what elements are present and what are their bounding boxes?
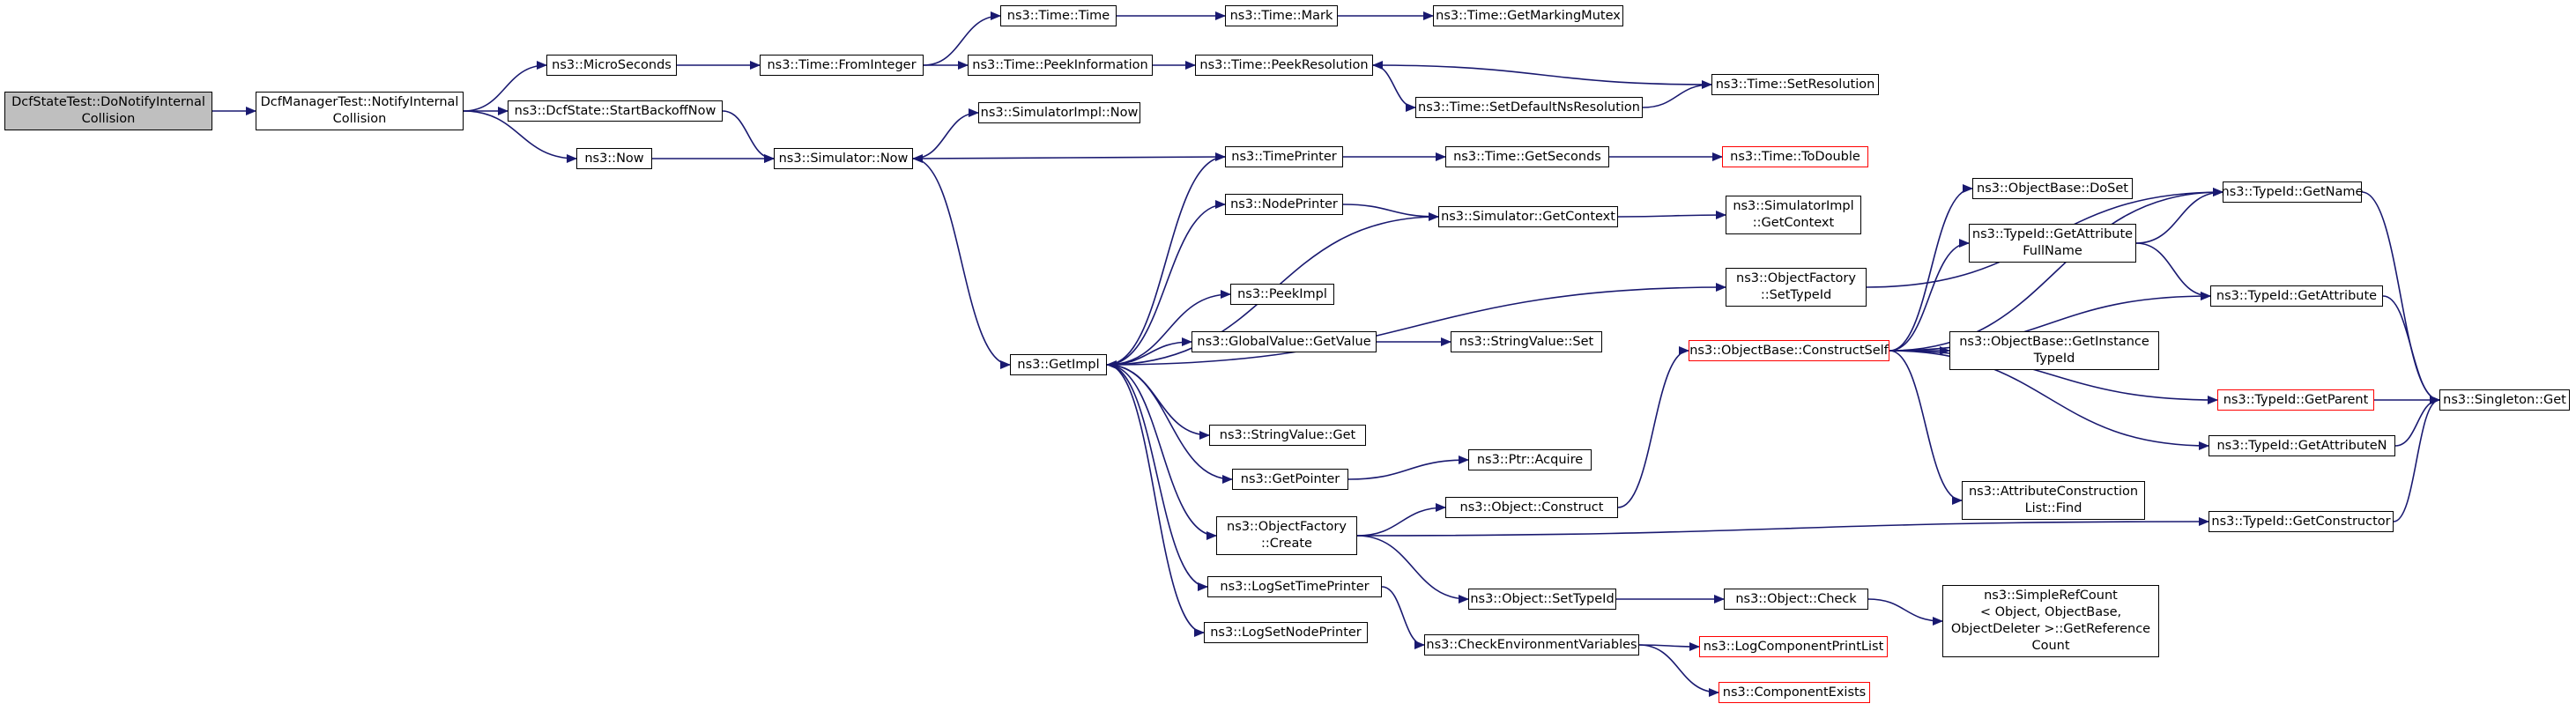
node-setres[interactable]: ns3::Time::SetResolution <box>1711 74 1879 95</box>
node-todouble[interactable]: ns3::Time::ToDouble <box>1722 146 1868 167</box>
edge-cself-to-tidattrn <box>1889 350 2209 450</box>
edge-lstp-to-cev <box>1381 586 1425 649</box>
node-tidname[interactable]: ns3::TypeId::GetName <box>2222 181 2363 203</box>
edge-dmt-to-now <box>463 110 577 163</box>
edge-getimpl-to-lsnp <box>1106 364 1205 637</box>
node-getctx[interactable]: ns3::Simulator::GetContext <box>1438 206 1618 227</box>
edge-getimpl-to-ofcreate <box>1106 364 1217 540</box>
edge-simnow-to-getimpl <box>912 158 1011 369</box>
node-setdef[interactable]: ns3::Time::SetDefaultNsResolution <box>1415 97 1643 118</box>
node-objconstr[interactable]: ns3::Object::Construct <box>1445 497 1618 518</box>
edge-getimpl-to-tprinter <box>1106 152 1226 366</box>
node-lstp[interactable]: ns3::LogSetTimePrinter <box>1207 576 1382 597</box>
edge-setdef-to-setres <box>1642 80 1712 108</box>
edge-cself-to-acfind <box>1889 350 1963 505</box>
node-simnow[interactable]: ns3::Simulator::Now <box>774 148 913 169</box>
node-acquire[interactable]: ns3::Ptr::Acquire <box>1468 449 1592 470</box>
node-cself[interactable]: ns3::ObjectBase::ConstructSelf <box>1689 340 1889 361</box>
call-edges <box>212 11 2440 697</box>
node-tidconstr[interactable]: ns3::TypeId::GetConstructor <box>2209 511 2394 532</box>
node-fromint[interactable]: ns3::Time::FromInteger <box>760 55 924 76</box>
edge-ofcreate-to-tidconstr <box>1356 517 2209 537</box>
node-time[interactable]: ns3::Time::Time <box>1000 5 1117 26</box>
edge-getimpl-to-peekimpl <box>1106 290 1231 366</box>
edge-getimpl-to-ofsettid <box>1106 283 1726 366</box>
edge-tidattrn-to-singleton <box>2394 396 2440 447</box>
node-srcget[interactable]: ns3::SimpleRefCount < Object, ObjectBase… <box>1942 585 2159 657</box>
node-tprinter[interactable]: ns3::TimePrinter <box>1225 146 1343 167</box>
node-simictx[interactable]: ns3::SimulatorImpl ::GetContext <box>1726 196 1861 234</box>
node-micro[interactable]: ns3::MicroSeconds <box>546 55 677 76</box>
edge-tidafn-to-tidattr <box>2135 242 2211 300</box>
node-root[interactable]: DcfStateTest::DoNotifyInternal Collision <box>4 92 212 130</box>
node-lsnp[interactable]: ns3::LogSetNodePrinter <box>1204 622 1368 643</box>
edge-ofcreate-to-objconstr <box>1356 503 1446 537</box>
edge-objconstr-to-cself <box>1617 346 1689 508</box>
edge-getimpl-to-gvget <box>1106 337 1192 366</box>
node-singleton[interactable]: ns3::Singleton::Get <box>2439 389 2570 411</box>
node-cev[interactable]: ns3::CheckEnvironmentVariables <box>1424 634 1639 655</box>
edge-sbn-to-simnow <box>722 110 775 163</box>
node-objsettid[interactable]: ns3::Object::SetTypeId <box>1468 589 1616 610</box>
edge-tprinter-to-simnow <box>912 153 1226 163</box>
edge-setres-to-peekres <box>1372 61 1712 85</box>
node-ofcreate[interactable]: ns3::ObjectFactory ::Create <box>1216 516 1357 555</box>
node-getmm[interactable]: ns3::Time::GetMarkingMutex <box>1433 5 1623 26</box>
edge-objcheck-to-srcget <box>1867 598 1943 626</box>
edge-getctx-to-simictx <box>1617 211 1726 220</box>
edge-cself-to-tidparent <box>1889 350 2218 404</box>
node-acfind[interactable]: ns3::AttributeConstruction List::Find <box>1962 481 2145 520</box>
node-peekimpl[interactable]: ns3::PeekImpl <box>1230 284 1334 305</box>
edge-tidconstr-to-singleton <box>2393 396 2440 522</box>
node-tidparent[interactable]: ns3::TypeId::GetParent <box>2217 389 2374 411</box>
node-sbn[interactable]: ns3::DcfState::StartBackoffNow <box>508 100 723 122</box>
edge-tidattr-to-singleton <box>2382 295 2440 404</box>
node-mark[interactable]: ns3::Time::Mark <box>1225 5 1338 26</box>
node-getptr[interactable]: ns3::GetPointer <box>1232 469 1348 490</box>
node-tidattrn[interactable]: ns3::TypeId::GetAttributeN <box>2209 435 2395 456</box>
node-tidattr[interactable]: ns3::TypeId::GetAttribute <box>2210 285 2383 307</box>
node-peekinfo[interactable]: ns3::Time::PeekInformation <box>968 55 1153 76</box>
edge-cev-to-compex <box>1638 644 1719 697</box>
edge-getimpl-to-getptr <box>1106 364 1233 484</box>
edge-cself-to-tidafn <box>1889 239 1970 352</box>
edge-peekres-to-setdef <box>1372 64 1416 112</box>
edge-nprinter-to-getctx <box>1342 204 1439 221</box>
edge-simnow-to-siminow <box>912 108 979 159</box>
node-tidafn[interactable]: ns3::TypeId::GetAttribute FullName <box>1969 224 2136 263</box>
node-getsec[interactable]: ns3::Time::GetSeconds <box>1445 146 1609 167</box>
node-lcpl[interactable]: ns3::LogComponentPrintList <box>1699 636 1888 657</box>
node-compex[interactable]: ns3::ComponentExists <box>1719 682 1870 703</box>
node-dmt[interactable]: DcfManagerTest::NotifyInternal Collision <box>256 92 464 130</box>
node-getimpl[interactable]: ns3::GetImpl <box>1010 354 1107 375</box>
node-peekres[interactable]: ns3::Time::PeekResolution <box>1195 55 1373 76</box>
node-getinst[interactable]: ns3::ObjectBase::GetInstance TypeId <box>1949 331 2159 370</box>
node-svset[interactable]: ns3::StringValue::Set <box>1451 331 1602 352</box>
edge-ofcreate-to-objsettid <box>1356 535 1469 604</box>
edge-getptr-to-acquire <box>1347 455 1469 480</box>
node-gvget[interactable]: ns3::GlobalValue::GetValue <box>1191 331 1377 352</box>
edge-cself-to-doset <box>1889 184 1973 352</box>
edge-tidafn-to-tidname <box>2135 188 2223 244</box>
node-siminow[interactable]: ns3::SimulatorImpl::Now <box>978 102 1140 123</box>
edge-getimpl-to-lstp <box>1106 364 1208 591</box>
node-now[interactable]: ns3::Now <box>576 148 652 169</box>
node-doset[interactable]: ns3::ObjectBase::DoSet <box>1972 178 2133 199</box>
node-ofsettid[interactable]: ns3::ObjectFactory ::SetTypeId <box>1726 268 1867 307</box>
edge-fromint-to-time <box>923 11 1001 66</box>
edge-getimpl-to-nprinter <box>1106 200 1226 366</box>
node-svget[interactable]: ns3::StringValue::Get <box>1209 425 1366 446</box>
node-nprinter[interactable]: ns3::NodePrinter <box>1225 194 1343 215</box>
node-objcheck[interactable]: ns3::Object::Check <box>1724 589 1868 610</box>
edge-dmt-to-micro <box>463 61 547 112</box>
